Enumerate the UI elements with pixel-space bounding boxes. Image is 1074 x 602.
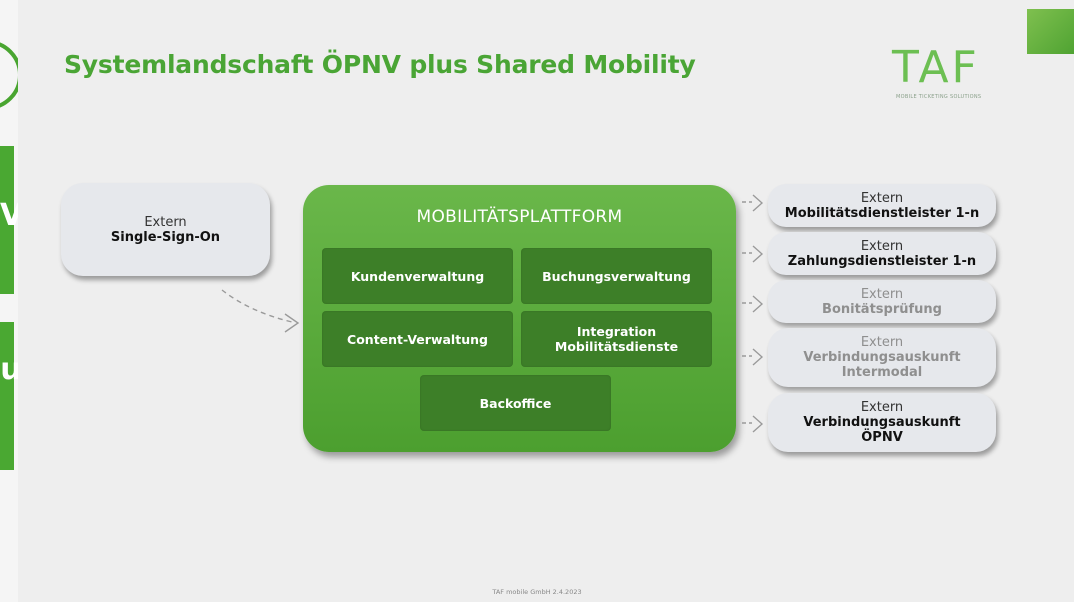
external-name: Verbindungsauskunft [803,350,961,365]
external-name-line2: ÖPNV [861,430,903,445]
module-backoffice: Backoffice [420,375,611,431]
external-label: Extern [860,238,904,254]
external-name-line2: Intermodal [841,365,923,380]
module-buchungsverwaltung: Buchungsverwaltung [521,248,712,304]
module-label: Buchungsverwaltung [542,268,691,284]
module-label: Integration [576,324,657,339]
taf-logo: TAF MOBILE TICKETING SOLUTIONS [890,44,1020,104]
external-name: Zahlungsdienstleister 1-n [787,253,977,269]
arrow-to-external-3 [742,295,764,313]
left-fragment-1: V [0,198,18,233]
arrow-to-external-5 [742,415,764,433]
module-content-verwaltung: Content-Verwaltung [322,311,513,367]
external-name: Mobilitätsdienstleister 1-n [784,205,980,221]
sso-label: Extern [144,214,187,230]
corner-accent [1027,9,1074,54]
module-kundenverwaltung: Kundenverwaltung [322,248,513,304]
logo-text: TAF [892,42,980,93]
logo-tagline: MOBILE TICKETING SOLUTIONS [896,94,982,100]
sso-name: Single-Sign-On [110,229,221,245]
left-green-tab-1 [0,146,14,294]
external-label: Extern [860,335,904,350]
arrow-to-external-2 [742,245,764,263]
external-bonitaetspruefung: Extern Bonitätsprüfung [768,280,996,323]
left-green-tab-2 [0,322,14,470]
platform-title: MOBILITÄTSPLATTFORM [416,207,623,227]
module-label: Content-Verwaltung [347,331,488,347]
sso-dashed-connector [221,289,293,323]
external-verbindungsauskunft-intermodal: Extern Verbindungsauskunft Intermodal [768,328,996,387]
external-name: Bonitätsprüfung [822,301,942,317]
module-label: Kundenverwaltung [350,268,485,284]
module-integration-mobilitaetsdienste: Integration Mobilitätsdienste [521,311,712,367]
arrow-to-external-4 [742,348,764,366]
external-mobilitaetsdienstleister: Extern Mobilitätsdienstleister 1-n [768,184,996,227]
external-name: Verbindungsauskunft [803,415,961,430]
module-label-line2: Mobilitätsdienste [554,339,679,354]
left-slide-edge: V lu [0,0,18,602]
external-label: Extern [860,400,904,415]
footer-text: TAF mobile GmbH 2.4.2023 [492,588,582,596]
external-label: Extern [860,286,904,302]
left-fragment-2: lu [0,352,18,387]
module-label: Backoffice [479,395,552,411]
external-verbindungsauskunft-oepnv: Extern Verbindungsauskunft ÖPNV [768,393,996,452]
sso-arrow-head-icon [284,313,300,333]
sso-box: Extern Single-Sign-On [61,183,270,276]
left-circle-shape [0,40,18,110]
slide-title: Systemlandschaft ÖPNV plus Shared Mobili… [64,50,696,79]
external-zahlungsdienstleister: Extern Zahlungsdienstleister 1-n [768,232,996,275]
arrow-to-external-1 [742,194,764,212]
mobility-platform: MOBILITÄTSPLATTFORM Kundenverwaltung Buc… [303,185,736,452]
external-label: Extern [860,190,904,206]
